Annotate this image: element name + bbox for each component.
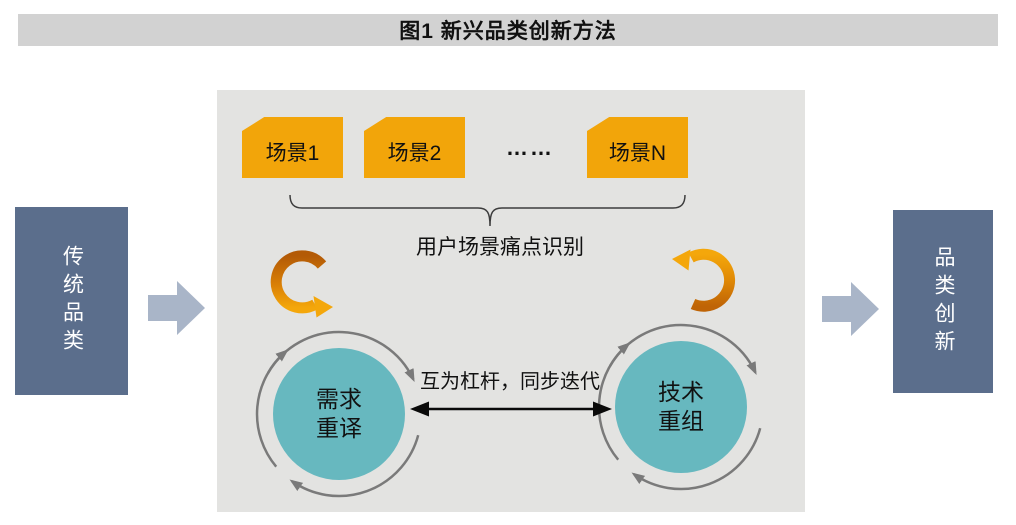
demand-circle-line1: 需求 [316, 385, 362, 412]
flow-arrow-right [822, 282, 879, 336]
scene-box-2: 场景2 [364, 117, 465, 178]
scene-box-2-label: 场景2 [387, 141, 442, 165]
scene-box-n: 场景N [587, 117, 688, 178]
tech-circle-line2: 重组 [658, 408, 704, 434]
category-innovation-label: 品类创新 [932, 245, 955, 358]
scene-box-1: 场景1 [242, 117, 343, 178]
figure-title-bar: 图1 新兴品类创新方法 [18, 14, 998, 46]
leverage-link-label: 互为杠杆，同步迭代 [420, 371, 600, 393]
demand-retranslation-circle: 需求 重译 [273, 348, 405, 480]
traditional-category-box: 传统品类 [15, 207, 128, 395]
brace-caption: 用户场景痛点识别 [416, 236, 584, 259]
scenes-ellipsis: …… [506, 135, 554, 160]
scene-box-1-label: 场景1 [265, 141, 320, 165]
flow-arrow-left [148, 281, 205, 335]
traditional-category-label: 传统品类 [60, 245, 84, 357]
tech-recombination-circle: 技术 重组 [615, 341, 747, 473]
category-innovation-box: 品类创新 [893, 210, 993, 393]
tech-circle-line1: 技术 [658, 378, 704, 405]
figure-title: 图1 新兴品类创新方法 [399, 20, 617, 43]
scene-box-n-label: 场景N [608, 141, 667, 165]
demand-circle-line2: 重译 [316, 415, 362, 441]
